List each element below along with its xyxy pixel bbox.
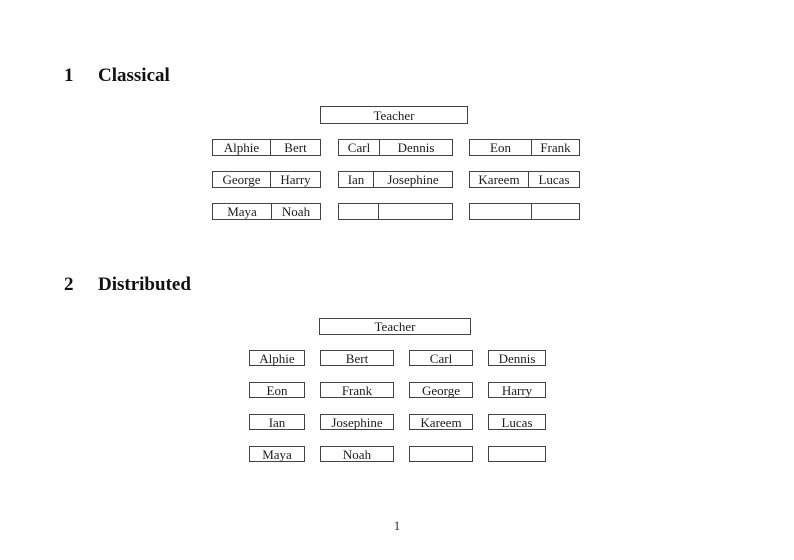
seat-label: Dennis	[498, 350, 536, 366]
seat-maya: Maya	[249, 446, 305, 462]
seat-josephine: Josephine	[320, 414, 394, 430]
section-number: 1	[64, 65, 74, 86]
teacher-desk-classical: Teacher	[320, 106, 468, 124]
seat-label: Frank	[341, 382, 373, 398]
seat-label: Noah	[342, 446, 372, 462]
section-number: 2	[64, 274, 74, 295]
section-title: Classical	[98, 65, 170, 86]
seat-label: Harry	[501, 382, 533, 398]
seat-eon: Eon	[249, 382, 305, 398]
desk-empty-2	[469, 203, 580, 220]
seat-kareem: Kareem	[409, 414, 473, 430]
desk-seat: Dennis	[397, 140, 435, 155]
desk-empty-1	[338, 203, 453, 220]
seat-label: Maya	[262, 446, 292, 462]
seat-label: Bert	[345, 350, 369, 366]
desk-seat-empty	[532, 204, 579, 219]
desk-seat: Bert	[284, 140, 307, 155]
page-number: 1	[393, 518, 401, 533]
seat-label: Eon	[266, 382, 288, 398]
seat-ian: Ian	[249, 414, 305, 430]
desk-seat-empty	[339, 204, 379, 219]
section-heading-distributed: 2 Distributed	[64, 274, 191, 296]
seat-label: Alphie	[259, 350, 295, 366]
desk-seat: Noah	[281, 204, 311, 219]
desk-seat: Josephine	[387, 172, 439, 187]
seat-dennis: Dennis	[488, 350, 546, 366]
desk-ian-josephine: Ian Josephine	[338, 171, 453, 188]
desk-seat: Kareem	[470, 172, 529, 187]
seat-noah: Noah	[320, 446, 394, 462]
desk-seat: Harry	[280, 172, 311, 187]
desk-george-harry: George Harry	[212, 171, 321, 188]
desk-seat: Carl	[339, 140, 380, 155]
teacher-desk-distributed: Teacher	[319, 318, 471, 335]
desk-seat: George	[213, 172, 271, 187]
desk-eon-frank: Eon Frank	[469, 139, 580, 156]
seat-label: Lucas	[501, 414, 533, 430]
desk-seat: Frank	[540, 140, 571, 155]
seat-carl: Carl	[409, 350, 473, 366]
section-heading-classical: 1 Classical	[64, 65, 170, 87]
seat-bert: Bert	[320, 350, 394, 366]
seat-alphie: Alphie	[249, 350, 305, 366]
desk-carl-dennis: Carl Dennis	[338, 139, 453, 156]
seat-empty-1	[409, 446, 473, 462]
seat-label: Ian	[268, 414, 286, 430]
section-title: Distributed	[98, 274, 191, 295]
desk-kareem-lucas: Kareem Lucas	[469, 171, 580, 188]
desk-seat-empty	[379, 204, 452, 219]
seat-frank: Frank	[320, 382, 394, 398]
desk-seat: Alphie	[213, 140, 271, 155]
teacher-label: Teacher	[374, 319, 416, 334]
desk-seat: Eon	[470, 140, 532, 155]
seat-lucas: Lucas	[488, 414, 546, 430]
seat-label: George	[421, 382, 461, 398]
desk-seat: Ian	[339, 172, 374, 187]
seat-label: Kareem	[420, 414, 462, 430]
seat-harry: Harry	[488, 382, 546, 398]
teacher-label: Teacher	[373, 107, 415, 123]
desk-seat: Maya	[213, 204, 272, 219]
desk-seat-empty	[470, 204, 532, 219]
desk-alphie-bert: Alphie Bert	[212, 139, 321, 156]
seat-empty-2	[488, 446, 546, 462]
desk-seat: Lucas	[538, 172, 570, 187]
seat-george: George	[409, 382, 473, 398]
seat-label: Josephine	[331, 414, 383, 430]
seat-label: Carl	[429, 350, 453, 366]
desk-maya-noah: Maya Noah	[212, 203, 321, 220]
